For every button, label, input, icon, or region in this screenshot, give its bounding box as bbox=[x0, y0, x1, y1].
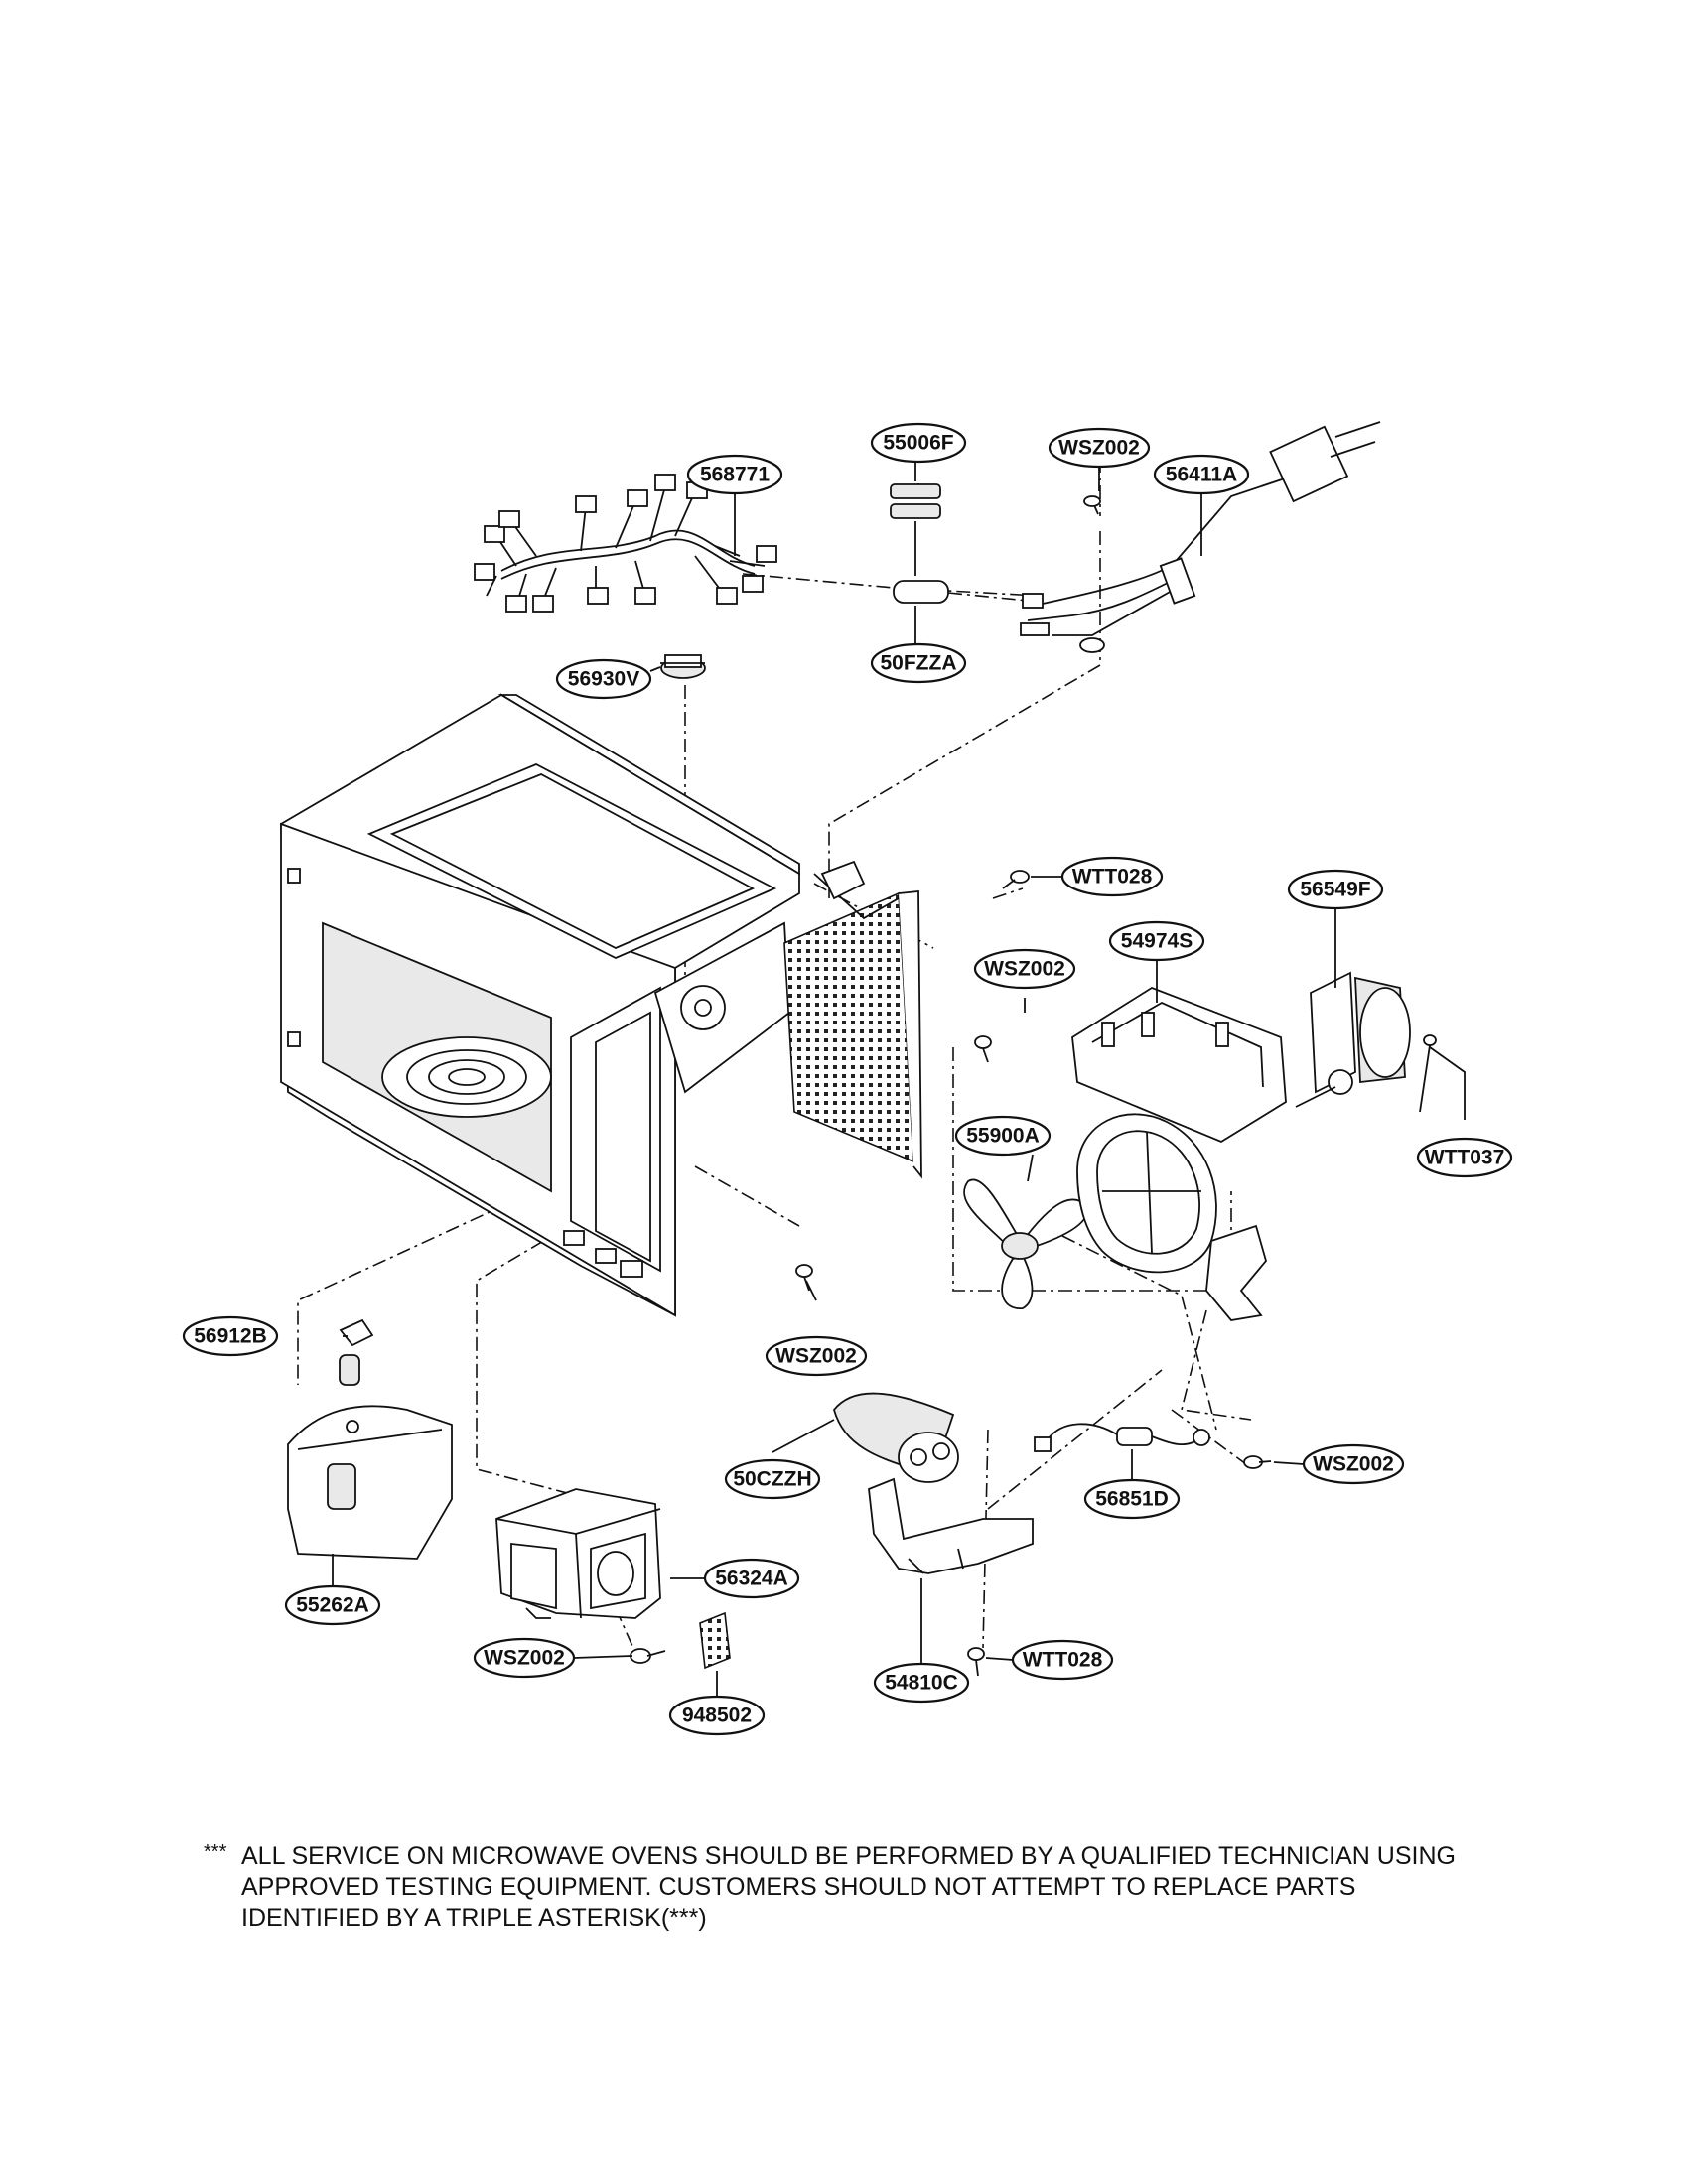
callout-WSZ002-mid: WSZ002 bbox=[973, 948, 1076, 990]
screw-drawings bbox=[630, 495, 1437, 1677]
callout-948502: 948502 bbox=[668, 1695, 766, 1736]
callout-55262A: 55262A bbox=[284, 1584, 381, 1626]
part-number-label: 54974S bbox=[1121, 930, 1193, 953]
callout-WSZ002-right: WSZ002 bbox=[1302, 1443, 1405, 1485]
callout-56411A: 56411A bbox=[1153, 454, 1250, 495]
callout-WSZ002-bottom: WSZ002 bbox=[473, 1637, 576, 1679]
part-number-label: WTT037 bbox=[1425, 1147, 1505, 1169]
part-number-label: 56912B bbox=[194, 1325, 267, 1348]
part-number-label: 50CZZH bbox=[733, 1468, 811, 1491]
thermostat-drawing bbox=[660, 654, 706, 679]
callout-WSZ002-top: WSZ002 bbox=[1048, 427, 1151, 469]
part-number-label: WTT028 bbox=[1072, 866, 1153, 888]
callout-WTT028-lower: WTT028 bbox=[1011, 1639, 1114, 1681]
cover-drawing bbox=[287, 1405, 453, 1560]
oven-cavity-drawing bbox=[280, 693, 922, 1317]
callout-54810C: 54810C bbox=[873, 1662, 970, 1704]
part-number-label: 55006F bbox=[883, 432, 953, 455]
part-number-label: 56851D bbox=[1095, 1488, 1169, 1511]
part-number-label: 54810C bbox=[885, 1672, 958, 1695]
callout-50FZZA: 50FZZA bbox=[870, 642, 967, 684]
fan-bracket-drawing bbox=[1071, 986, 1287, 1321]
part-number-label: WSZ002 bbox=[1313, 1453, 1394, 1476]
callout-50CZZH: 50CZZH bbox=[724, 1458, 821, 1500]
service-warning-note: *** ALL SERVICE ON MICROWAVE OVENS SHOUL… bbox=[204, 1842, 1514, 1934]
part-number-label: 56549F bbox=[1300, 879, 1370, 901]
part-number-label: 56930V bbox=[568, 668, 639, 691]
callout-WSZ002-lower: WSZ002 bbox=[765, 1335, 868, 1377]
service-note-line-1: ALL SERVICE ON MICROWAVE OVENS SHOULD BE… bbox=[241, 1843, 1456, 1870]
callout-568771: 568771 bbox=[686, 454, 783, 495]
capacitor-drawing bbox=[833, 1392, 959, 1483]
callout-568771-oval bbox=[686, 454, 783, 495]
power-cord-drawing bbox=[1020, 421, 1381, 636]
service-note-line-3: IDENTIFIED BY A TRIPLE ASTERISK(***) bbox=[241, 1904, 707, 1932]
callout-56324A: 56324A bbox=[703, 1558, 800, 1599]
part-number-label: 55262A bbox=[296, 1594, 369, 1617]
callout-56549F: 56549F bbox=[1287, 869, 1384, 910]
part-number-label: WSZ002 bbox=[984, 958, 1065, 981]
part-number-label: WSZ002 bbox=[1058, 437, 1140, 460]
stirrer-motor-drawing bbox=[339, 1318, 374, 1386]
callout-WTT037: WTT037 bbox=[1416, 1137, 1513, 1178]
part-number-label: WTT028 bbox=[1023, 1649, 1103, 1672]
callout-56851D: 56851D bbox=[1083, 1478, 1181, 1520]
fan-blade-drawing bbox=[963, 1178, 1089, 1309]
part-number-label: 50FZZA bbox=[880, 652, 956, 675]
callout-55006F: 55006F bbox=[870, 422, 967, 464]
part-number-label: 56324A bbox=[715, 1568, 788, 1590]
capacitor-bracket-drawing bbox=[868, 1477, 1034, 1574]
part-number-label: 948502 bbox=[682, 1705, 752, 1727]
part-number-label: WSZ002 bbox=[484, 1647, 565, 1670]
part-number-label: 568771 bbox=[700, 464, 770, 486]
leader-lines bbox=[332, 467, 1466, 1698]
callout-54974S: 54974S bbox=[1108, 920, 1205, 962]
callout-55900A: 55900A bbox=[954, 1115, 1052, 1157]
fuse-drawing bbox=[890, 452, 1029, 655]
part-number-label: WSZ002 bbox=[775, 1345, 857, 1368]
wire-harness-drawing bbox=[474, 474, 777, 613]
callout-56930V: 56930V bbox=[555, 658, 652, 700]
callout-WTT028-upper: WTT028 bbox=[1060, 856, 1164, 897]
gasket-drawing bbox=[699, 1611, 731, 1670]
part-number-label: 56411A bbox=[1166, 464, 1237, 486]
service-note-line-2: APPROVED TESTING EQUIPMENT. CUSTOMERS SH… bbox=[241, 1873, 1356, 1901]
magnetron-drawing bbox=[495, 1488, 661, 1619]
part-number-label: 55900A bbox=[966, 1125, 1040, 1148]
callout-56912B: 56912B bbox=[182, 1315, 279, 1357]
fan-motor-drawing bbox=[1295, 971, 1411, 1108]
triple-asterisk-marker: *** bbox=[204, 1842, 227, 1863]
thermistor-drawing bbox=[1034, 1423, 1210, 1452]
